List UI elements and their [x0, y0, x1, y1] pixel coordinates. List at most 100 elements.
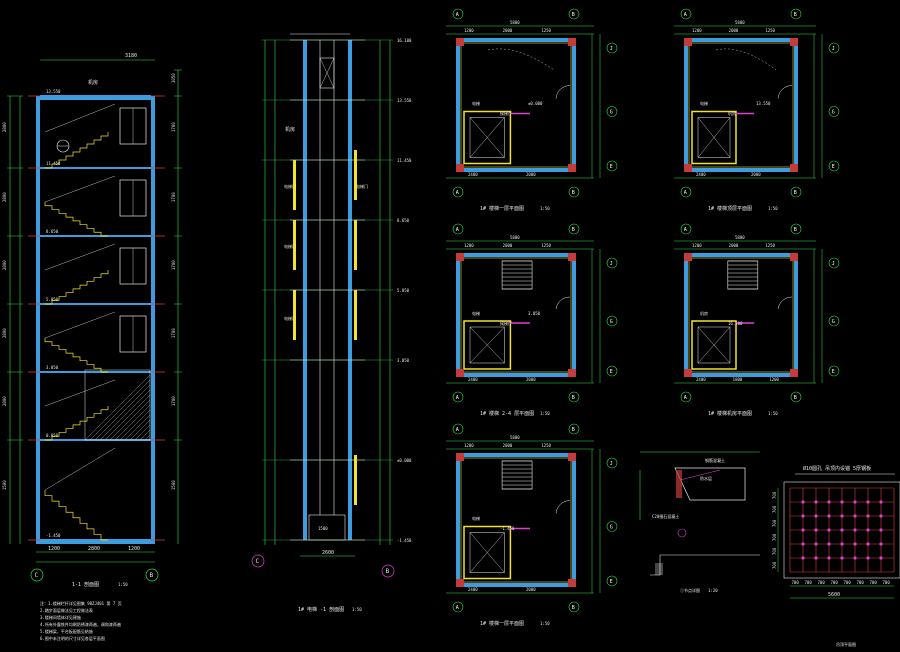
plan-bottom-dim: 2000 — [526, 377, 536, 382]
plan-axis-bubble — [452, 223, 464, 235]
plan-column — [568, 369, 576, 377]
plan-axis-bubble — [790, 391, 802, 403]
plan-inner-wall — [688, 42, 794, 168]
plan-axis-bubble — [828, 42, 840, 54]
plan-scale: 1:50 — [540, 411, 550, 416]
plan-room-label: 13.550 — [756, 101, 771, 106]
elevation-level-mark: 5.850 — [397, 288, 410, 293]
plan-top-dim: 1250 — [541, 443, 551, 448]
plan-column — [790, 369, 798, 377]
section-bottom-dim-3: 1200 — [128, 546, 140, 552]
plan-axis-label: B — [572, 395, 575, 401]
elevation-view: 16.10013.55011.4508.6505.8503.050±0.000-… — [251, 33, 412, 613]
elevation-level-mark: -1.450 — [397, 538, 412, 543]
section-left-dim: 1500 — [2, 480, 7, 490]
plan-top-dim: 1250 — [541, 28, 551, 33]
section-floor-mark: 5.850 — [46, 297, 59, 302]
section-hatch-line — [134, 424, 151, 441]
plan-bottom-dim: 1800 — [733, 377, 743, 382]
plan-axis-label: J — [610, 46, 613, 52]
grid-node — [866, 542, 870, 546]
section-hatch-line — [104, 394, 151, 441]
plan-door-arc — [777, 296, 793, 310]
plan-title: 1# 楼梯一层平面图 — [480, 205, 524, 212]
note-line-5: 5.楼梯梁，平台板配筋见结施 — [40, 628, 93, 634]
grid-node — [879, 542, 883, 546]
grid-side-dim: 700 — [772, 561, 777, 569]
elevation-door-panel — [354, 455, 357, 505]
plan-stair-outline — [501, 460, 533, 490]
plan-axis-label: A — [456, 427, 459, 433]
plan-axis-bubble — [790, 8, 802, 20]
section-stair-rail — [44, 175, 116, 203]
plan-car-cross — [469, 532, 505, 573]
plan-room-label: 电梯 — [472, 310, 480, 316]
plan-top-dim: 2000 — [503, 243, 513, 248]
section-hatch-line — [139, 429, 151, 441]
plan-swing-arc — [715, 48, 777, 71]
plan-axis-label: E — [610, 164, 613, 170]
section-left-dim: 2800 — [2, 260, 7, 270]
detail-view: 钢筋混凝土 防水层 C20细石混凝土 ①节点详图 1:20 — [639, 451, 760, 593]
plan-scale: 1:50 — [768, 206, 778, 211]
plan-column — [456, 369, 464, 377]
plan-top-dim: 2000 — [503, 443, 513, 448]
plan-column — [790, 253, 798, 261]
plan-bottom-dim: 2400 — [696, 377, 706, 382]
grid-cell-dim: 700 — [844, 580, 852, 585]
grid-node — [801, 500, 805, 504]
plan-column — [568, 253, 576, 261]
detail-label-3: C20细石混凝土 — [652, 513, 679, 519]
grid-node — [814, 514, 818, 518]
plan-top-dim: 1250 — [541, 243, 551, 248]
detail-scale: 1:20 — [708, 588, 718, 593]
plan-inner-wall — [460, 42, 572, 168]
grid-header-text: Ø10圆孔 吊顶内设锚 5厚钢板 — [803, 465, 871, 472]
plan-inner-wall — [688, 257, 794, 373]
section-hatch-line — [109, 399, 151, 441]
section-hatch-line — [89, 379, 151, 441]
grid-title: 吊顶平面图 — [836, 641, 856, 647]
section-floor-mark: -1.450 — [46, 533, 61, 538]
plan-room-label: 16.100 — [728, 321, 743, 326]
plan-top-dim: 1250 — [765, 243, 775, 248]
plan-axis-label: B — [794, 395, 797, 401]
plan-axis-label: B — [572, 12, 575, 18]
section-hatch-line — [84, 374, 151, 441]
plan-axis-label: G — [610, 319, 613, 325]
grid-node — [840, 556, 844, 560]
section-floor-mark: 0.050 — [46, 433, 59, 438]
section-roof-slab — [36, 96, 155, 100]
section-right-dim: 1700 — [171, 396, 176, 406]
section-left-dim: 2800 — [2, 192, 7, 202]
plan-axis-label: J — [832, 46, 835, 52]
plan-stair-outline — [501, 260, 533, 290]
plan-axis-label: B — [794, 227, 797, 233]
plan-axis-label: A — [684, 395, 687, 401]
section-bottom-dim-1: 1200 — [48, 546, 60, 552]
elevation-level-mark: 8.650 — [397, 218, 410, 223]
section-stair-rail — [44, 447, 116, 491]
plan-axis-label: B — [794, 12, 797, 18]
grid-cell-dim: 700 — [870, 580, 878, 585]
section-hatch-line — [144, 434, 151, 441]
grid-node — [801, 542, 805, 546]
grid-node — [827, 500, 831, 504]
plan-axis-label: A — [456, 12, 459, 18]
plan-axis-label: A — [456, 395, 459, 401]
plan-scale: 1:50 — [540, 206, 550, 211]
grid-side-dim: 700 — [772, 519, 777, 527]
plan-axis-label: J — [610, 461, 613, 467]
section-hatch-line — [119, 409, 151, 441]
section-left-dim: 2800 — [2, 122, 7, 132]
grid-node — [853, 514, 857, 518]
plan-elevator-shaft — [463, 525, 512, 580]
plan-bottom-dim: 2400 — [468, 377, 478, 382]
plan-axis-bubble — [606, 457, 618, 469]
section-hatch — [84, 374, 151, 441]
section-title: 1-1 剖面图 — [72, 581, 99, 588]
plan-axis-bubble — [790, 186, 802, 198]
